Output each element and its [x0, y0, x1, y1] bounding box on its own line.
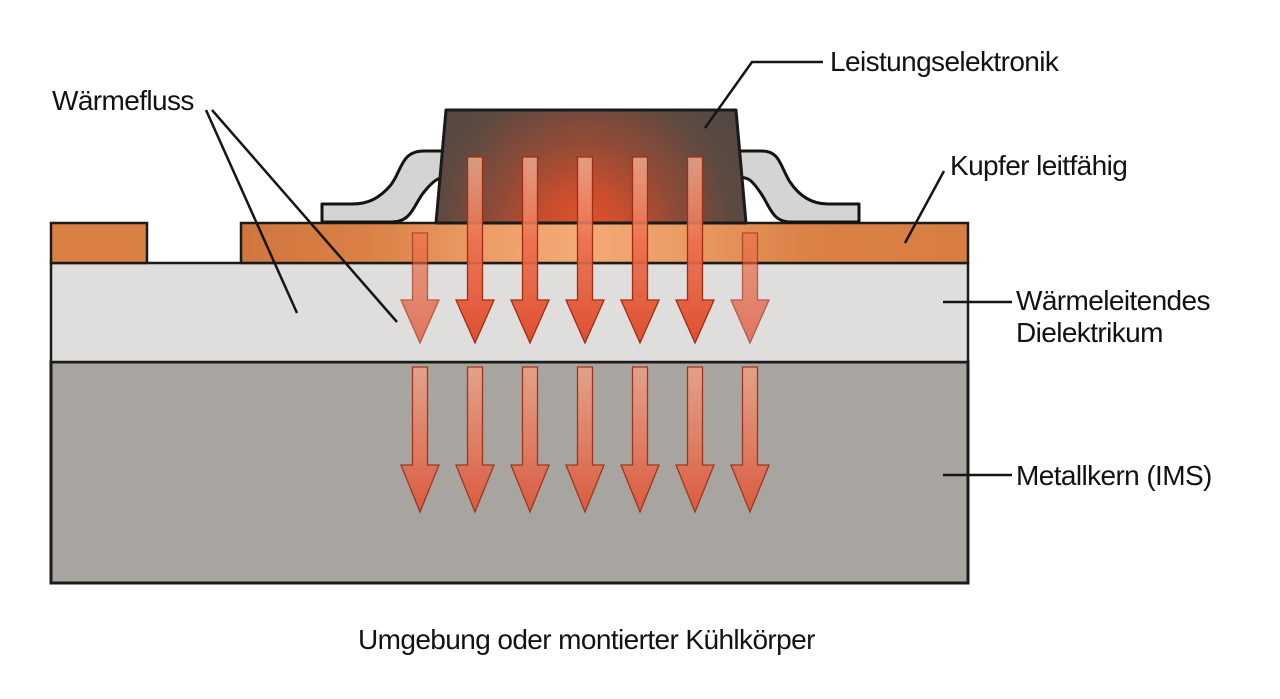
copper-trace-main	[239, 221, 970, 265]
heat-arrow-lower	[675, 366, 715, 514]
heat-arrow-upper	[400, 232, 440, 345]
heat-arrow-upper	[620, 156, 660, 345]
heat-arrow-upper	[675, 156, 715, 345]
label-heat-flow: Wärmefluss	[52, 85, 194, 116]
label-dielectric: Wärmeleitendes Dielektrikum	[1016, 285, 1211, 349]
metal-core-layer	[49, 360, 970, 585]
label-metal-core: Metallkern (IMS)	[1016, 460, 1212, 491]
label-dielectric-line2: Dielektrikum	[1016, 317, 1163, 348]
heat-arrows-lower-group	[400, 366, 770, 514]
heat-arrow-lower	[455, 366, 495, 514]
leader-line-copper	[903, 170, 946, 244]
leader-line-heat-flow-2	[211, 109, 398, 323]
heat-arrows-upper-group	[400, 156, 770, 345]
heat-arrow-lower	[730, 366, 770, 514]
heat-arrow-lower	[565, 366, 605, 514]
leader-line-heat-flow-1	[204, 109, 299, 314]
leader-line-power-electronics	[703, 60, 823, 129]
heat-arrow-upper	[510, 156, 550, 345]
right-gullwing-lead	[734, 149, 861, 224]
left-gullwing-lead	[320, 149, 450, 224]
heat-arrow-lower	[510, 366, 550, 514]
label-copper-conductive: Kupfer leitfähig	[950, 150, 1128, 181]
heat-arrow-upper	[730, 232, 770, 345]
label-dielectric-line1: Wärmeleitendes	[1016, 285, 1211, 316]
heat-arrow-upper	[565, 156, 605, 345]
copper-trace-left	[49, 221, 149, 265]
heat-arrow-upper	[455, 156, 495, 345]
label-power-electronics: Leistungselektronik	[830, 46, 1059, 77]
heat-arrow-lower	[620, 366, 660, 514]
caption-heatsink: Umgebung oder montierter Kühlkörper	[358, 624, 815, 655]
heat-arrow-lower	[400, 366, 440, 514]
dielectric-layer	[49, 261, 970, 364]
